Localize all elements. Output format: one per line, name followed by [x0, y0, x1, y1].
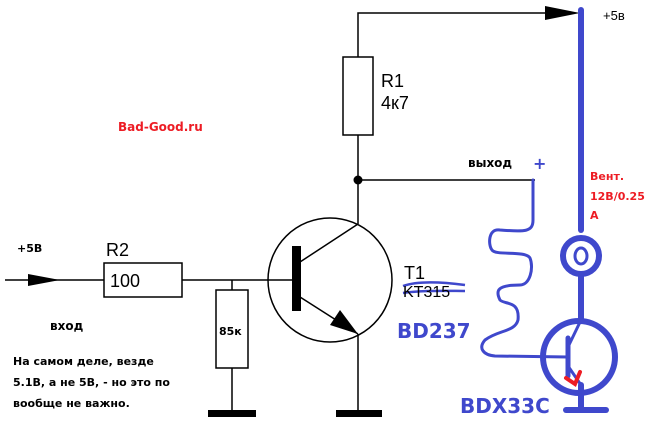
supply-voltage-label: +5в: [603, 8, 625, 23]
r1-designator: R1: [381, 71, 404, 91]
input-voltage-label: +5В: [17, 242, 42, 255]
fan-label-line1: Вент.: [590, 170, 624, 183]
ground-symbol-left: [208, 410, 256, 417]
t1-original-part: KT315: [403, 284, 450, 301]
t1-transistor: [267, 217, 393, 343]
t2-emitter-line: [566, 364, 583, 387]
t1-body: [267, 217, 393, 343]
fan-label-line2: 12В/0.25: [590, 190, 645, 203]
t1-replacement-part: BD237: [397, 319, 471, 343]
t1-emitter-arrow-icon: [330, 310, 358, 334]
input-arrow-icon: [28, 274, 60, 286]
r2-designator: R2: [106, 240, 129, 260]
t1-collector-line: [299, 223, 359, 263]
fan-outer-ring: [560, 235, 602, 277]
ground-symbol-t1: [336, 410, 382, 417]
output-label: выход: [468, 156, 512, 170]
pulldown-value: 85к: [219, 325, 242, 338]
output-to-t2-base-wire: [480, 178, 570, 359]
black-wiring: [5, 12, 545, 410]
strike-scribble: [402, 281, 466, 295]
r1-value: 4к7: [381, 93, 409, 113]
r2-value: 100: [110, 271, 140, 291]
note-line-1: На самом деле, везде: [13, 355, 154, 368]
watermark-text: Bad-Good.ru: [118, 120, 203, 134]
fan-inner-ring: [573, 246, 589, 266]
note-line-3: вообще не важно.: [13, 397, 130, 410]
supply-rail-wire: [357, 12, 545, 57]
blue-modifications: [480, 7, 618, 413]
output-polarity: +: [533, 154, 546, 173]
t1-designator: T1: [404, 263, 425, 283]
t2-emitter-arrow-icon: [564, 370, 582, 388]
input-label: вход: [50, 319, 84, 333]
t1-base-bar: [292, 246, 301, 311]
t2-part-label: BDX33C: [460, 394, 550, 418]
supply-arrow-icon: [545, 6, 580, 20]
r2-resistor: [103, 262, 183, 298]
junction-dot: [353, 175, 363, 185]
pulldown-resistor: [215, 289, 249, 369]
r1-resistor: [342, 56, 374, 136]
fan-label-line3: А: [590, 209, 599, 222]
note-line-2: 5.1В, а не 5В, - но это по: [13, 376, 170, 389]
t2-collector-line: [566, 318, 583, 349]
